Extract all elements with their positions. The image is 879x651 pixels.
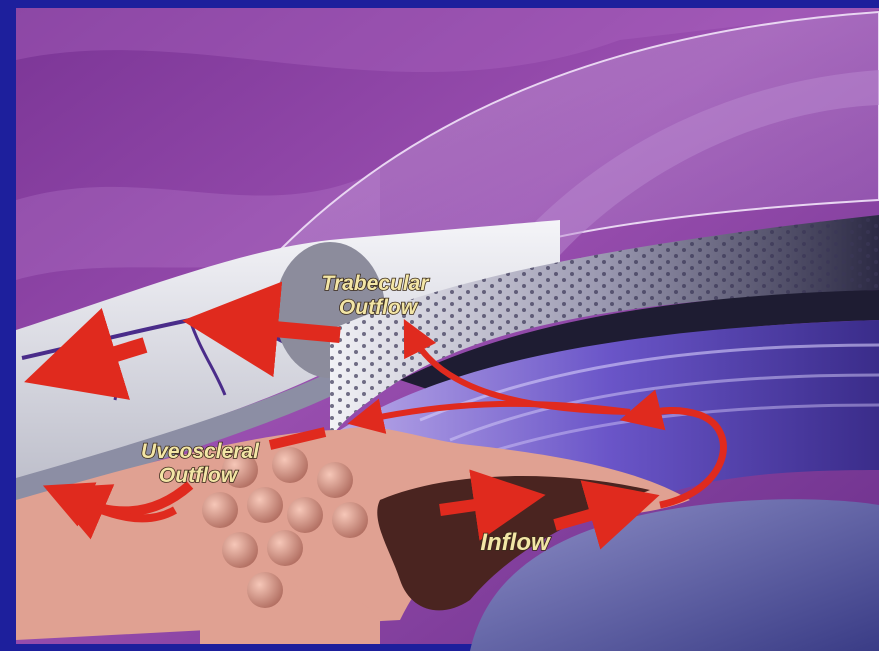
trabecular-arrow <box>230 325 340 335</box>
trabecular-label-line1: Trabecular <box>322 272 431 295</box>
inflow-label: Inflow <box>480 529 551 556</box>
uveoscleral-label-line1: Uveoscleral <box>141 440 260 463</box>
trabecular-label-line2: Outflow <box>339 296 419 319</box>
uveoscleral-label-line2: Outflow <box>159 464 239 487</box>
